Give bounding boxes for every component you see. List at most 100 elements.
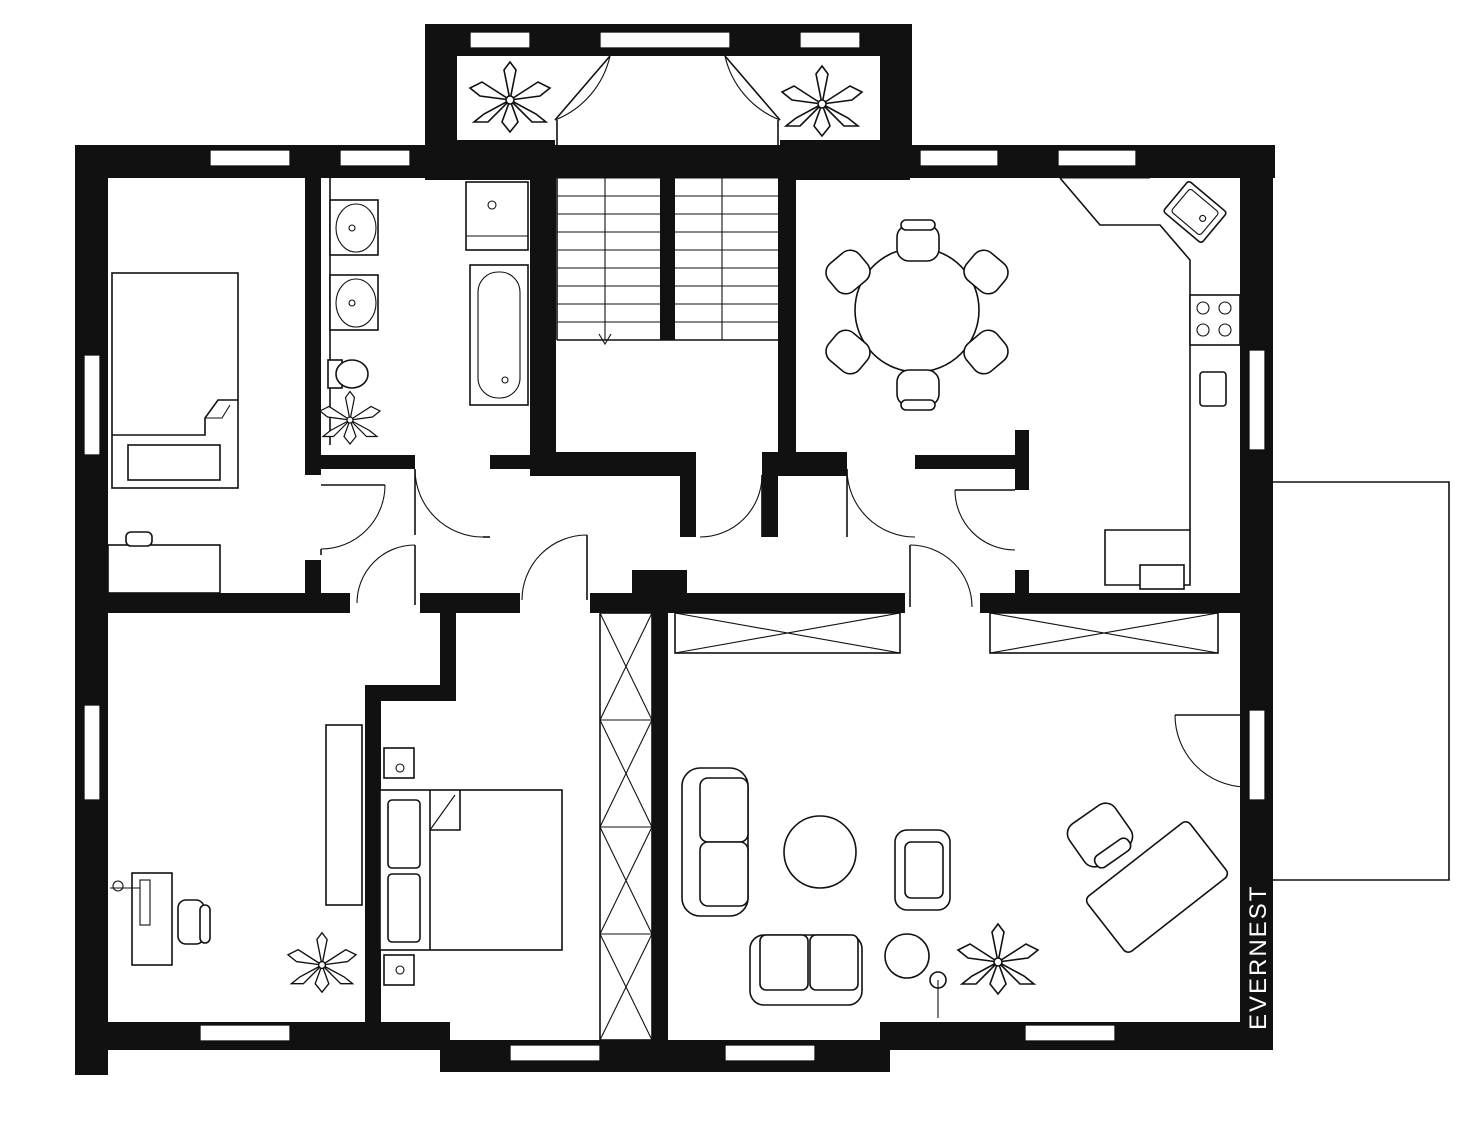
wall-kitchen-stub — [1015, 430, 1029, 490]
chair — [825, 249, 871, 295]
doors — [320, 55, 1246, 788]
door — [724, 55, 781, 121]
bin — [1139, 564, 1185, 590]
single-bed — [111, 272, 239, 489]
desk — [110, 872, 173, 966]
room-living — [674, 612, 1229, 1018]
chair — [896, 219, 940, 262]
door — [356, 544, 416, 605]
wall-step-mid — [365, 685, 456, 701]
kitchen-sink — [1163, 181, 1227, 243]
lounge-chair — [1066, 802, 1134, 869]
wall-study-bed2 — [365, 685, 381, 1045]
sideboard — [107, 531, 221, 594]
window — [799, 31, 861, 49]
wall-stairs-south-stub-a — [680, 452, 696, 537]
floor-lamp — [929, 971, 947, 1018]
plant-icon — [780, 64, 864, 138]
sofa — [749, 934, 863, 1006]
window — [199, 1024, 291, 1042]
wall-kitchen-stub-b — [1015, 570, 1029, 600]
side-table — [884, 933, 930, 979]
double-bed — [379, 789, 563, 951]
bathtub — [469, 264, 529, 406]
toilet — [327, 359, 369, 389]
door — [320, 484, 386, 555]
window — [1248, 709, 1266, 801]
nightstand — [383, 954, 415, 986]
plant-icon — [956, 922, 1040, 996]
wall-hall-living-b — [980, 593, 1273, 613]
radiator — [989, 612, 1219, 654]
wall-bed1-bath — [305, 145, 321, 475]
window — [1024, 1024, 1116, 1042]
plants — [286, 60, 1040, 996]
wall-step-upper — [440, 593, 456, 693]
room-bedroom-double — [379, 612, 653, 1041]
chair — [896, 369, 940, 411]
wall-south-middle — [440, 1040, 890, 1072]
sofa — [681, 767, 749, 917]
walls — [75, 24, 1275, 1075]
window — [83, 704, 101, 801]
window — [919, 149, 999, 167]
wall-stair-divider — [660, 145, 675, 340]
coffee-table — [783, 815, 857, 889]
room-study — [110, 724, 363, 966]
room-bathroom — [327, 178, 529, 445]
window — [83, 354, 101, 456]
fridge — [1199, 371, 1227, 407]
room-stairwell — [556, 120, 779, 346]
wardrobe — [599, 612, 653, 1041]
room-kitchen-dining — [825, 177, 1241, 590]
window — [509, 1044, 601, 1062]
door — [414, 468, 490, 538]
cooktop — [1189, 294, 1241, 346]
door — [521, 534, 588, 601]
sink — [329, 274, 379, 331]
wall-tower-east — [880, 24, 912, 154]
door — [954, 489, 1016, 551]
wall-bed2-living — [652, 593, 668, 1043]
rug — [1085, 821, 1229, 953]
round-table — [854, 247, 980, 373]
nightstand — [383, 747, 415, 779]
plant-icon — [468, 60, 552, 134]
window — [209, 149, 291, 167]
window — [469, 31, 531, 49]
door — [846, 468, 916, 538]
window — [1248, 349, 1266, 451]
window — [724, 1044, 816, 1062]
chair — [963, 249, 1009, 295]
balcony — [1273, 481, 1450, 881]
window — [339, 149, 411, 167]
plant-icon — [318, 390, 382, 445]
armchair — [894, 829, 951, 911]
wall-stairs-south-stub-b — [762, 452, 778, 537]
room-bedroom-single — [107, 272, 239, 594]
shower — [465, 181, 529, 251]
sink — [329, 199, 379, 256]
wall-bath-south-a — [305, 455, 415, 469]
bookshelf — [325, 724, 363, 906]
staircase — [556, 154, 778, 346]
wall-hall-bed2 — [420, 593, 520, 613]
wall-bath-stairs — [530, 145, 556, 475]
door — [699, 474, 763, 538]
door — [1174, 714, 1246, 788]
wall-tower-se — [780, 140, 910, 180]
wall-stairs-south-a — [530, 452, 695, 476]
plant-icon — [286, 931, 358, 994]
door — [554, 55, 611, 121]
chair — [825, 329, 871, 375]
brand-logo: EVERNEST — [1245, 885, 1272, 1030]
chair — [963, 329, 1009, 375]
staircase — [675, 154, 778, 340]
windows — [83, 31, 1266, 1062]
door — [909, 544, 973, 608]
wall-hall-study — [75, 593, 350, 613]
wall-stairs-kitchen — [778, 145, 796, 475]
wall-bed1-stub — [305, 560, 321, 600]
wall-kitchen-south — [915, 455, 1025, 469]
